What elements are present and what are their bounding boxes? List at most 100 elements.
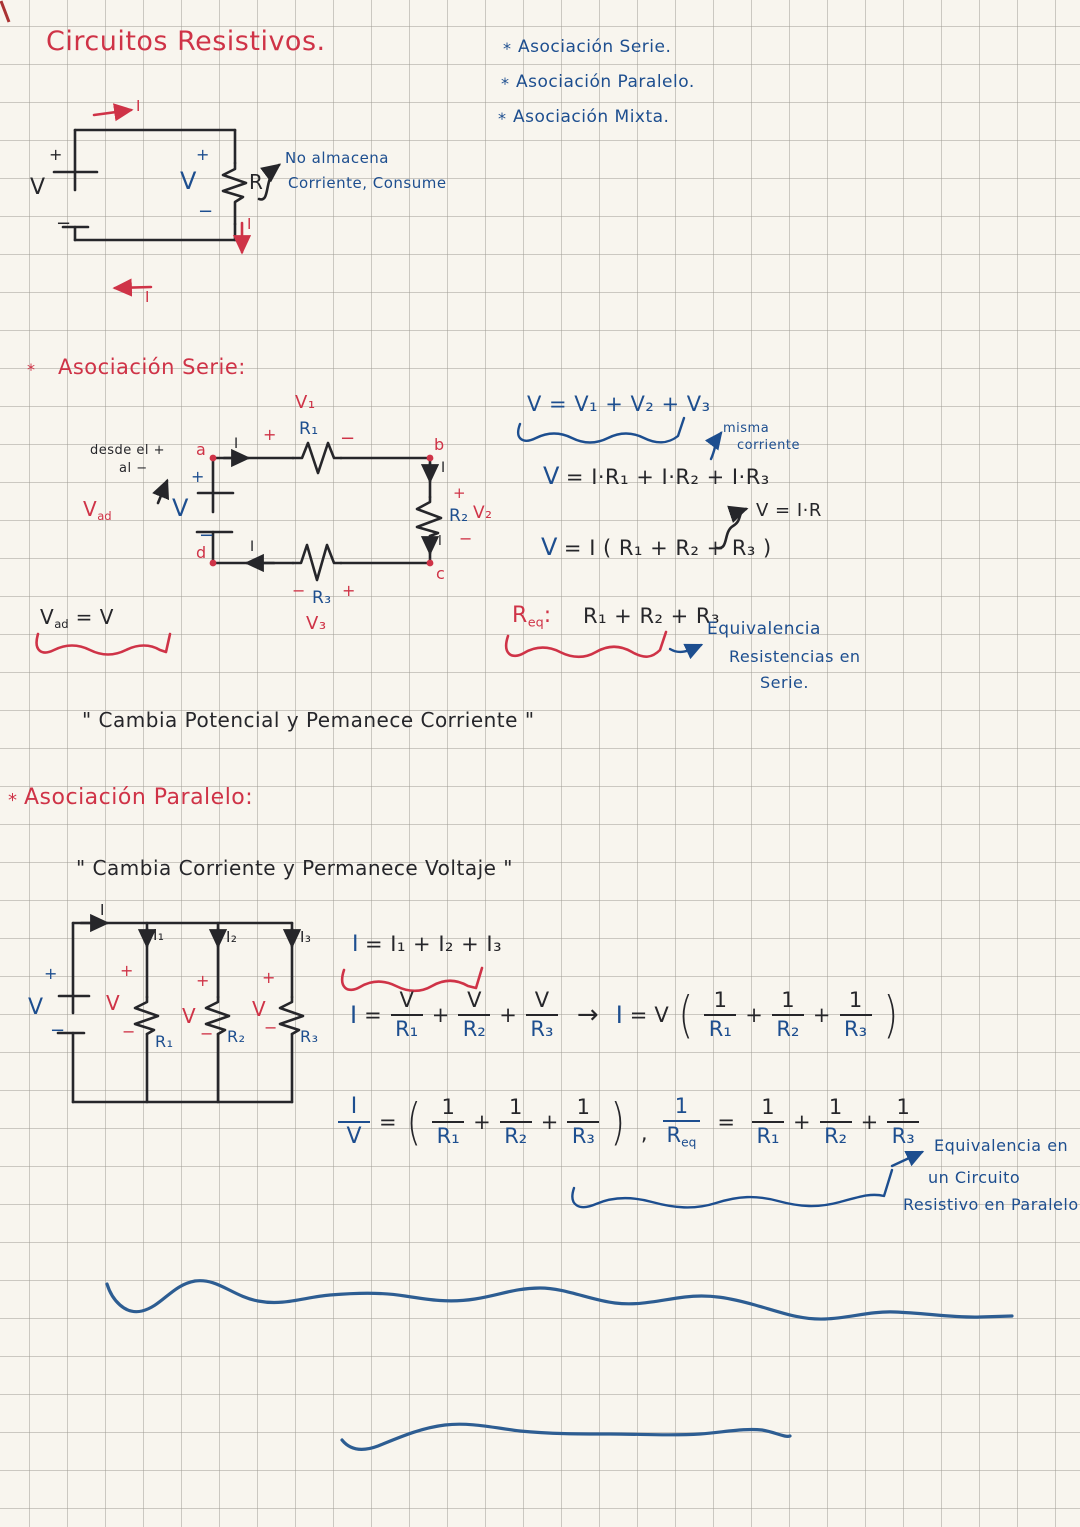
implies-arrow: → <box>576 1000 599 1030</box>
node-c: c <box>436 564 446 583</box>
label-v3: V₃ <box>306 613 327 634</box>
label-v2: V₂ <box>473 503 493 523</box>
resistor-minus: − <box>198 201 214 222</box>
branch3-plus: + <box>262 968 276 987</box>
parallel-equiv-line3: Resistivo en Paralelo <box>903 1195 1079 1214</box>
parallel-source-v: V <box>28 995 44 1020</box>
resistor-plus: + <box>196 145 210 164</box>
branch3-r: R₃ <box>300 1027 319 1046</box>
serie-equiv-line2: Resistencias en <box>729 647 861 666</box>
paralelo-heading: Asociación Paralelo: <box>24 785 254 810</box>
serie-current-bottom: I <box>250 539 255 555</box>
topic-mixta: Asociación Mixta. <box>513 107 670 127</box>
node-a: a <box>196 440 207 459</box>
source-voltage-label: V <box>30 175 46 200</box>
branch2-v: V <box>182 1004 197 1028</box>
branch2-r: R₂ <box>227 1027 246 1046</box>
basic-circuit-diagram <box>52 103 282 297</box>
serie-heading: Asociación Serie: <box>58 355 246 379</box>
formula-ohm-sum: V= I·R₁ + I·R₂ + I·R₃ <box>543 462 770 490</box>
parallel-circuit-diagram <box>56 913 305 1104</box>
resistor-voltage-label: V <box>180 167 197 195</box>
r2-plus: + <box>453 484 467 502</box>
current-label-bottom: I <box>145 288 150 306</box>
branch1-minus: − <box>122 1022 136 1041</box>
label-v1: V₁ <box>295 392 316 413</box>
underline-req <box>504 630 668 659</box>
underline-req-parallel <box>571 1168 894 1209</box>
serie-bullet: * <box>27 360 36 379</box>
resistor-label: R <box>249 170 264 194</box>
label-r1: R₁ <box>299 419 319 439</box>
serie-current-top: I <box>234 436 239 452</box>
resistor-note-line2: Corriente, Consume <box>288 174 447 192</box>
serie-source-v: V <box>172 494 189 522</box>
formula-v-sum: V = V₁ + V₂ + V₃ <box>527 392 711 416</box>
branch2-plus: + <box>196 971 210 990</box>
topic-bullet-3: * <box>498 109 507 128</box>
formula-req-rhs: R₁ + R₂ + R₃ <box>583 604 720 628</box>
branch3-v: V <box>252 997 267 1021</box>
topic-paralelo: Asociación Paralelo. <box>516 72 695 92</box>
formula-req-lhs: Req: <box>512 603 552 631</box>
r3-plus: + <box>342 581 356 600</box>
node-b: b <box>434 435 445 454</box>
comma: , <box>640 1121 648 1146</box>
serie-current-right-bottom: I <box>438 534 443 549</box>
parallel-equiv-arrow <box>890 1150 925 1168</box>
parallel-current-main: I <box>100 901 105 919</box>
open-paren-2: ( <box>406 1093 421 1152</box>
i-lhs: I <box>350 1001 358 1029</box>
paralelo-bullet: * <box>8 790 18 811</box>
current-label-top: I <box>136 97 141 115</box>
battery-plus: + <box>49 145 63 164</box>
parallel-batt-plus: + <box>44 964 58 983</box>
branch2-minus: − <box>200 1024 214 1043</box>
label-i2: I₂ <box>226 928 238 946</box>
serie-current-right-top: I <box>441 460 446 476</box>
r2-minus: − <box>459 529 473 548</box>
topic-bullet-1: * <box>503 39 512 58</box>
divider-wave-long <box>105 1279 1014 1321</box>
label-i3: I₃ <box>300 928 312 946</box>
r3-minus: − <box>292 581 306 600</box>
formula-factored: V= I ( R₁ + R₂ + R₃ ) <box>541 533 772 561</box>
node-d: d <box>196 543 207 562</box>
misma-line1: misma <box>723 421 770 436</box>
vad-note-desde: desde el + <box>90 443 166 458</box>
branch1-plus: + <box>120 961 134 980</box>
topic-bullet-2: * <box>501 74 510 93</box>
corner-ink-mark <box>0 0 11 23</box>
topic-serie: Asociación Serie. <box>518 37 672 57</box>
page-title: Circuitos Resistivos. <box>46 26 326 57</box>
serie-batt-minus: − <box>199 525 215 546</box>
resistor-note-line1: No almacena <box>285 149 390 167</box>
serie-batt-plus: + <box>191 467 205 486</box>
close-paren-2: ) <box>610 1093 626 1152</box>
branch1-r: R₁ <box>155 1032 174 1051</box>
serie-equiv-line3: Serie. <box>760 673 809 692</box>
i-rhs: I <box>615 1001 623 1029</box>
current-label-right: I <box>247 215 252 233</box>
req-equiv-arrow <box>668 643 704 660</box>
branch1-v: V <box>106 991 121 1015</box>
close-paren: ) <box>882 986 898 1044</box>
label-i1: I₁ <box>153 926 165 944</box>
branch3-minus: − <box>264 1018 278 1037</box>
